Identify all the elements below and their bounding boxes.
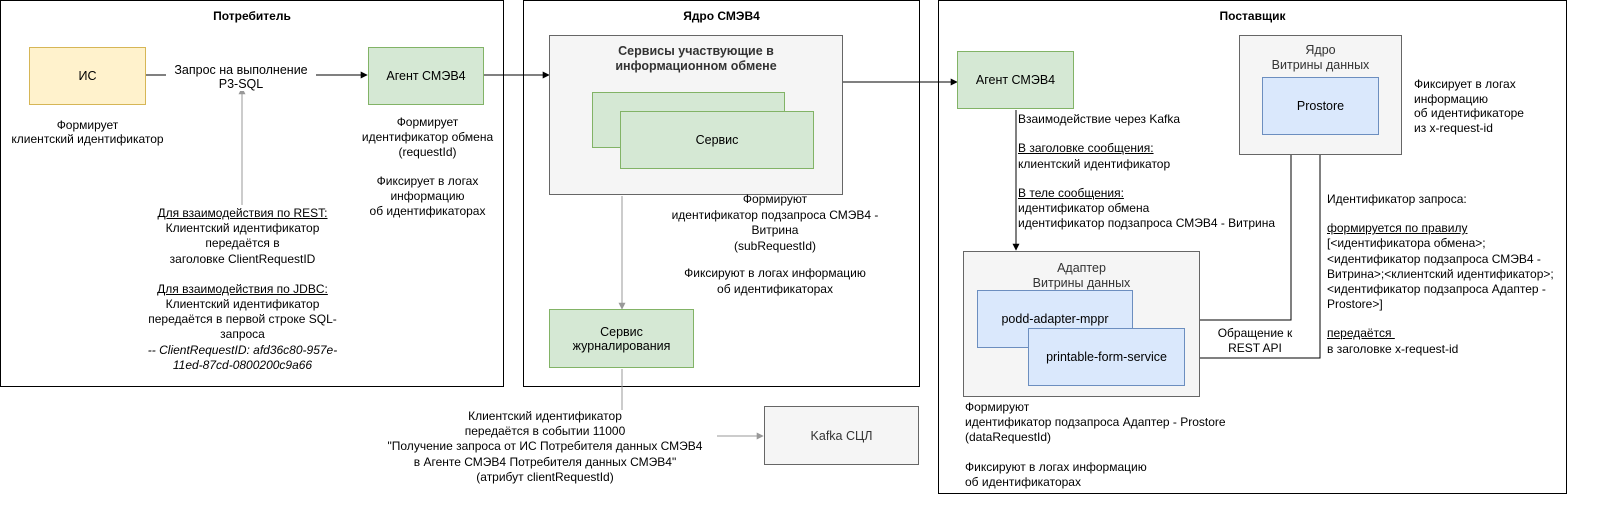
body-heading: В теле сообщения:: [1018, 185, 1124, 200]
journal-note-line: передаётся в событии 11000: [464, 424, 626, 439]
services-note-line: идентификатор подзапроса СМЭВ4 -: [671, 207, 879, 222]
jdbc-line: Клиентский идентификатор: [165, 297, 320, 312]
adapter-note: Формируют идентификатор подзапроса Адапт…: [965, 400, 1265, 490]
services-note-line: Формируют: [742, 192, 808, 206]
is-box: ИС: [29, 47, 146, 105]
jdbc-example-line: -- ClientRequestID: afd36c80-957e-: [147, 342, 338, 357]
jdbc-line: передаётся в первой строке SQL-: [148, 312, 337, 327]
adapter-note-line: [965, 446, 1265, 460]
body-line: идентификатор подзапроса СМЭВ4 - Витрина: [1018, 216, 1276, 231]
query-label: Запрос на выполнение P3-SQL: [166, 63, 316, 91]
journal-note-line: в Агенте СМЭВ4 Потребителя данных СМЭВ4": [413, 454, 677, 469]
journal-note: Клиентский идентификатор передаётся в со…: [380, 409, 710, 485]
reqid-pass-heading: передаётся: [1327, 326, 1395, 341]
kafka-interaction-note: Взаимодействие через Kafka В заголовке с…: [1018, 112, 1298, 232]
header-line: клиентский идентификатор: [1018, 156, 1171, 171]
agent-note-line: [350, 160, 505, 174]
jdbc-line: запроса: [220, 327, 265, 342]
rest-line: Клиентский идентификатор: [165, 221, 320, 236]
journal-note-line: "Получение запроса от ИС Потребителя дан…: [387, 439, 703, 454]
core-note-line: об идентификаторе: [1414, 106, 1524, 120]
rest-line: передаётся в: [205, 236, 280, 251]
agent-note-line: информацию: [390, 189, 465, 203]
adapter-note-line: (dataRequestId): [965, 430, 1052, 445]
reqid-rule-line: <идентификатор подзапроса СМЭВ4 -: [1327, 251, 1541, 266]
core-showcase-title-line: Витрины данных: [1271, 58, 1370, 72]
kafka-heading: Взаимодействие через Kafka: [1018, 112, 1181, 126]
jdbc-example-line: 11ed-87cd-0800200c9a66: [172, 357, 313, 372]
arrow-printable-to-prostore: [1185, 135, 1324, 359]
core-title: Ядро СМЭВ4: [683, 9, 760, 23]
kafka-box: Kafka СЦЛ: [764, 406, 919, 465]
core-showcase-note: Фиксирует в логах информацию об идентифи…: [1414, 77, 1564, 135]
body-line: идентификатор обмена: [1018, 201, 1150, 216]
reqid-rule-line: <идентификатор подзапроса Адаптер -: [1327, 282, 1546, 297]
request-id-note: Идентификатор запроса: формируется по пр…: [1327, 192, 1567, 357]
consumer-agent-note: Формирует идентификатор обмена (requestI…: [350, 115, 505, 219]
agent-note-line: об идентификаторах: [369, 204, 486, 218]
services-group-title-line: информационном обмене: [615, 59, 777, 73]
consumer-interaction-note: Для взаимодействия по REST: Клиентский и…: [130, 206, 355, 373]
provider-agent-box: Агент СМЭВ4: [957, 51, 1074, 109]
is-note-line: клиентский идентификатор: [11, 132, 164, 146]
services-note: Формируют идентификатор подзапроса СМЭВ4…: [655, 192, 895, 297]
printable-form-box: printable-form-service: [1028, 328, 1185, 386]
agent-note-line: идентификатор обмена: [361, 130, 494, 144]
jdbc-heading: Для взаимодействия по JDBC:: [157, 281, 328, 296]
consumer-agent-box: Агент СМЭВ4: [368, 47, 484, 105]
is-note: Формирует клиентский идентификатор: [0, 118, 175, 146]
core-note-line: из x-request-id: [1414, 120, 1493, 135]
core-note-line: Фиксирует в логах: [1414, 77, 1516, 91]
adapter-group-title-line: Витрины данных: [1032, 276, 1131, 290]
reqid-rule-line: [<идентификатора обмена>;: [1327, 236, 1486, 251]
journal-box-line: журналирования: [572, 338, 671, 353]
core-note-line: информацию: [1414, 91, 1489, 106]
reqid-title: Идентификатор запроса:: [1327, 192, 1467, 206]
rest-line: заголовке ClientRequestID: [169, 251, 316, 266]
journal-note-line: Клиентский идентификатор: [468, 409, 622, 423]
reqid-rule-line: Prostore>]: [1327, 297, 1383, 312]
core-showcase-title: Ядро Витрины данных: [1240, 43, 1401, 73]
header-heading: В заголовке сообщения:: [1018, 141, 1154, 156]
adapter-group-title: Адаптер Витрины данных: [964, 261, 1199, 291]
adapter-note-line: Фиксируют в логах информацию: [965, 459, 1147, 474]
services-note-line: (subRequestId): [733, 238, 817, 253]
query-label-line: Запрос на выполнение: [174, 63, 308, 77]
rest-heading: Для взаимодействия по REST:: [157, 206, 328, 220]
consumer-title: Потребитель: [213, 9, 291, 23]
journal-note-line: (атрибут clientRequestId): [476, 469, 614, 484]
core-showcase-title-line: Ядро: [1305, 43, 1336, 57]
services-group-title-line: Сервисы участвующие в: [618, 44, 774, 58]
reqid-rule-line: Витрина>;<клиентский идентификатор>;: [1327, 266, 1554, 281]
adapter-note-line: идентификатор подзапроса Адаптер - Prost…: [965, 415, 1226, 430]
services-note-line: [655, 254, 895, 266]
agent-note-line: Формирует: [396, 115, 459, 129]
adapter-group-title-line: Адаптер: [1057, 261, 1106, 275]
agent-note-line: (requestId): [398, 145, 457, 159]
rest-api-label: Обращение к REST API: [1210, 326, 1300, 355]
adapter-note-line: Формируют: [965, 400, 1030, 414]
provider-title: Поставщик: [1219, 9, 1286, 23]
services-note-line: об идентификаторах: [717, 281, 833, 296]
services-note-line: Фиксируют в логах информацию: [684, 266, 866, 280]
prostore-box: Prostore: [1262, 77, 1379, 135]
services-note-line: Витрина: [751, 223, 799, 237]
reqid-pass-line: в заголовке x-request-id: [1327, 341, 1459, 356]
reqid-rule-heading: формируется по правилу: [1327, 221, 1468, 236]
query-label-line: P3-SQL: [218, 77, 264, 91]
journal-service-box: Сервис журналирования: [549, 309, 694, 368]
services-group-title: Сервисы участвующие в информационном обм…: [550, 44, 842, 74]
is-note-line: Формирует: [56, 118, 119, 132]
adapter-note-line: об идентификаторах: [965, 474, 1081, 489]
rest-api-label-line: Обращение к: [1217, 326, 1293, 340]
service-box: Сервис: [620, 111, 814, 169]
agent-note-line: Фиксирует в логах: [376, 174, 479, 188]
rest-api-label-line: REST API: [1228, 340, 1282, 355]
journal-box-line: Сервис: [600, 324, 643, 339]
